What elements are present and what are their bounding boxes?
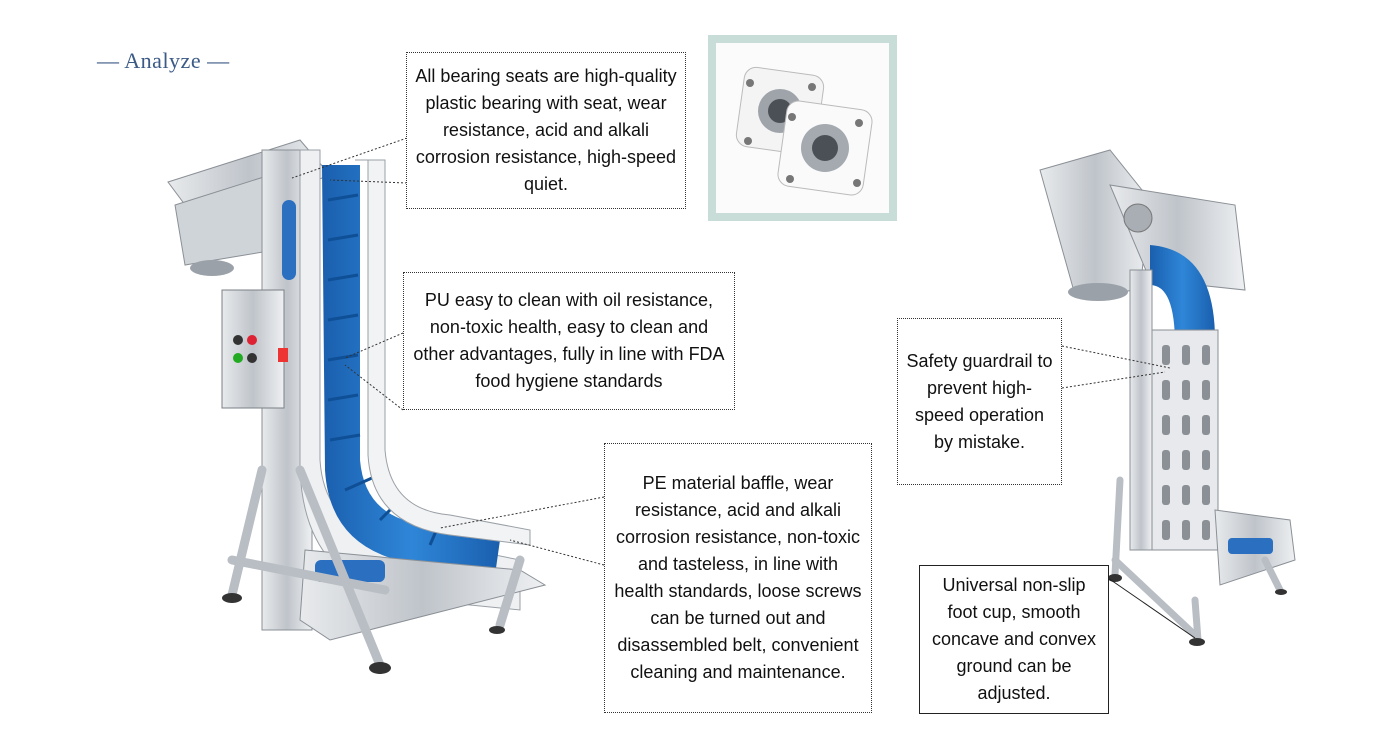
- leader-lines: [291, 137, 1171, 566]
- section-title: — Analyze —: [97, 48, 230, 73]
- left-conveyor-image: [167, 139, 547, 674]
- callout-pe-baffle: PE material baffle, wear resistance, aci…: [604, 443, 872, 713]
- bearing-seat-image: [708, 35, 897, 221]
- callout-bearing-seats: All bearing seats are high-quality plast…: [406, 52, 686, 209]
- bearing-seat-icon: [735, 66, 873, 196]
- callout-pu-belt: PU easy to clean with oil resistance, no…: [403, 272, 735, 410]
- callout-foot-cup: Universal non-slip foot cup, smooth conc…: [919, 565, 1109, 714]
- callout-safety-guardrail: Safety guardrail to prevent high-speed o…: [897, 318, 1062, 485]
